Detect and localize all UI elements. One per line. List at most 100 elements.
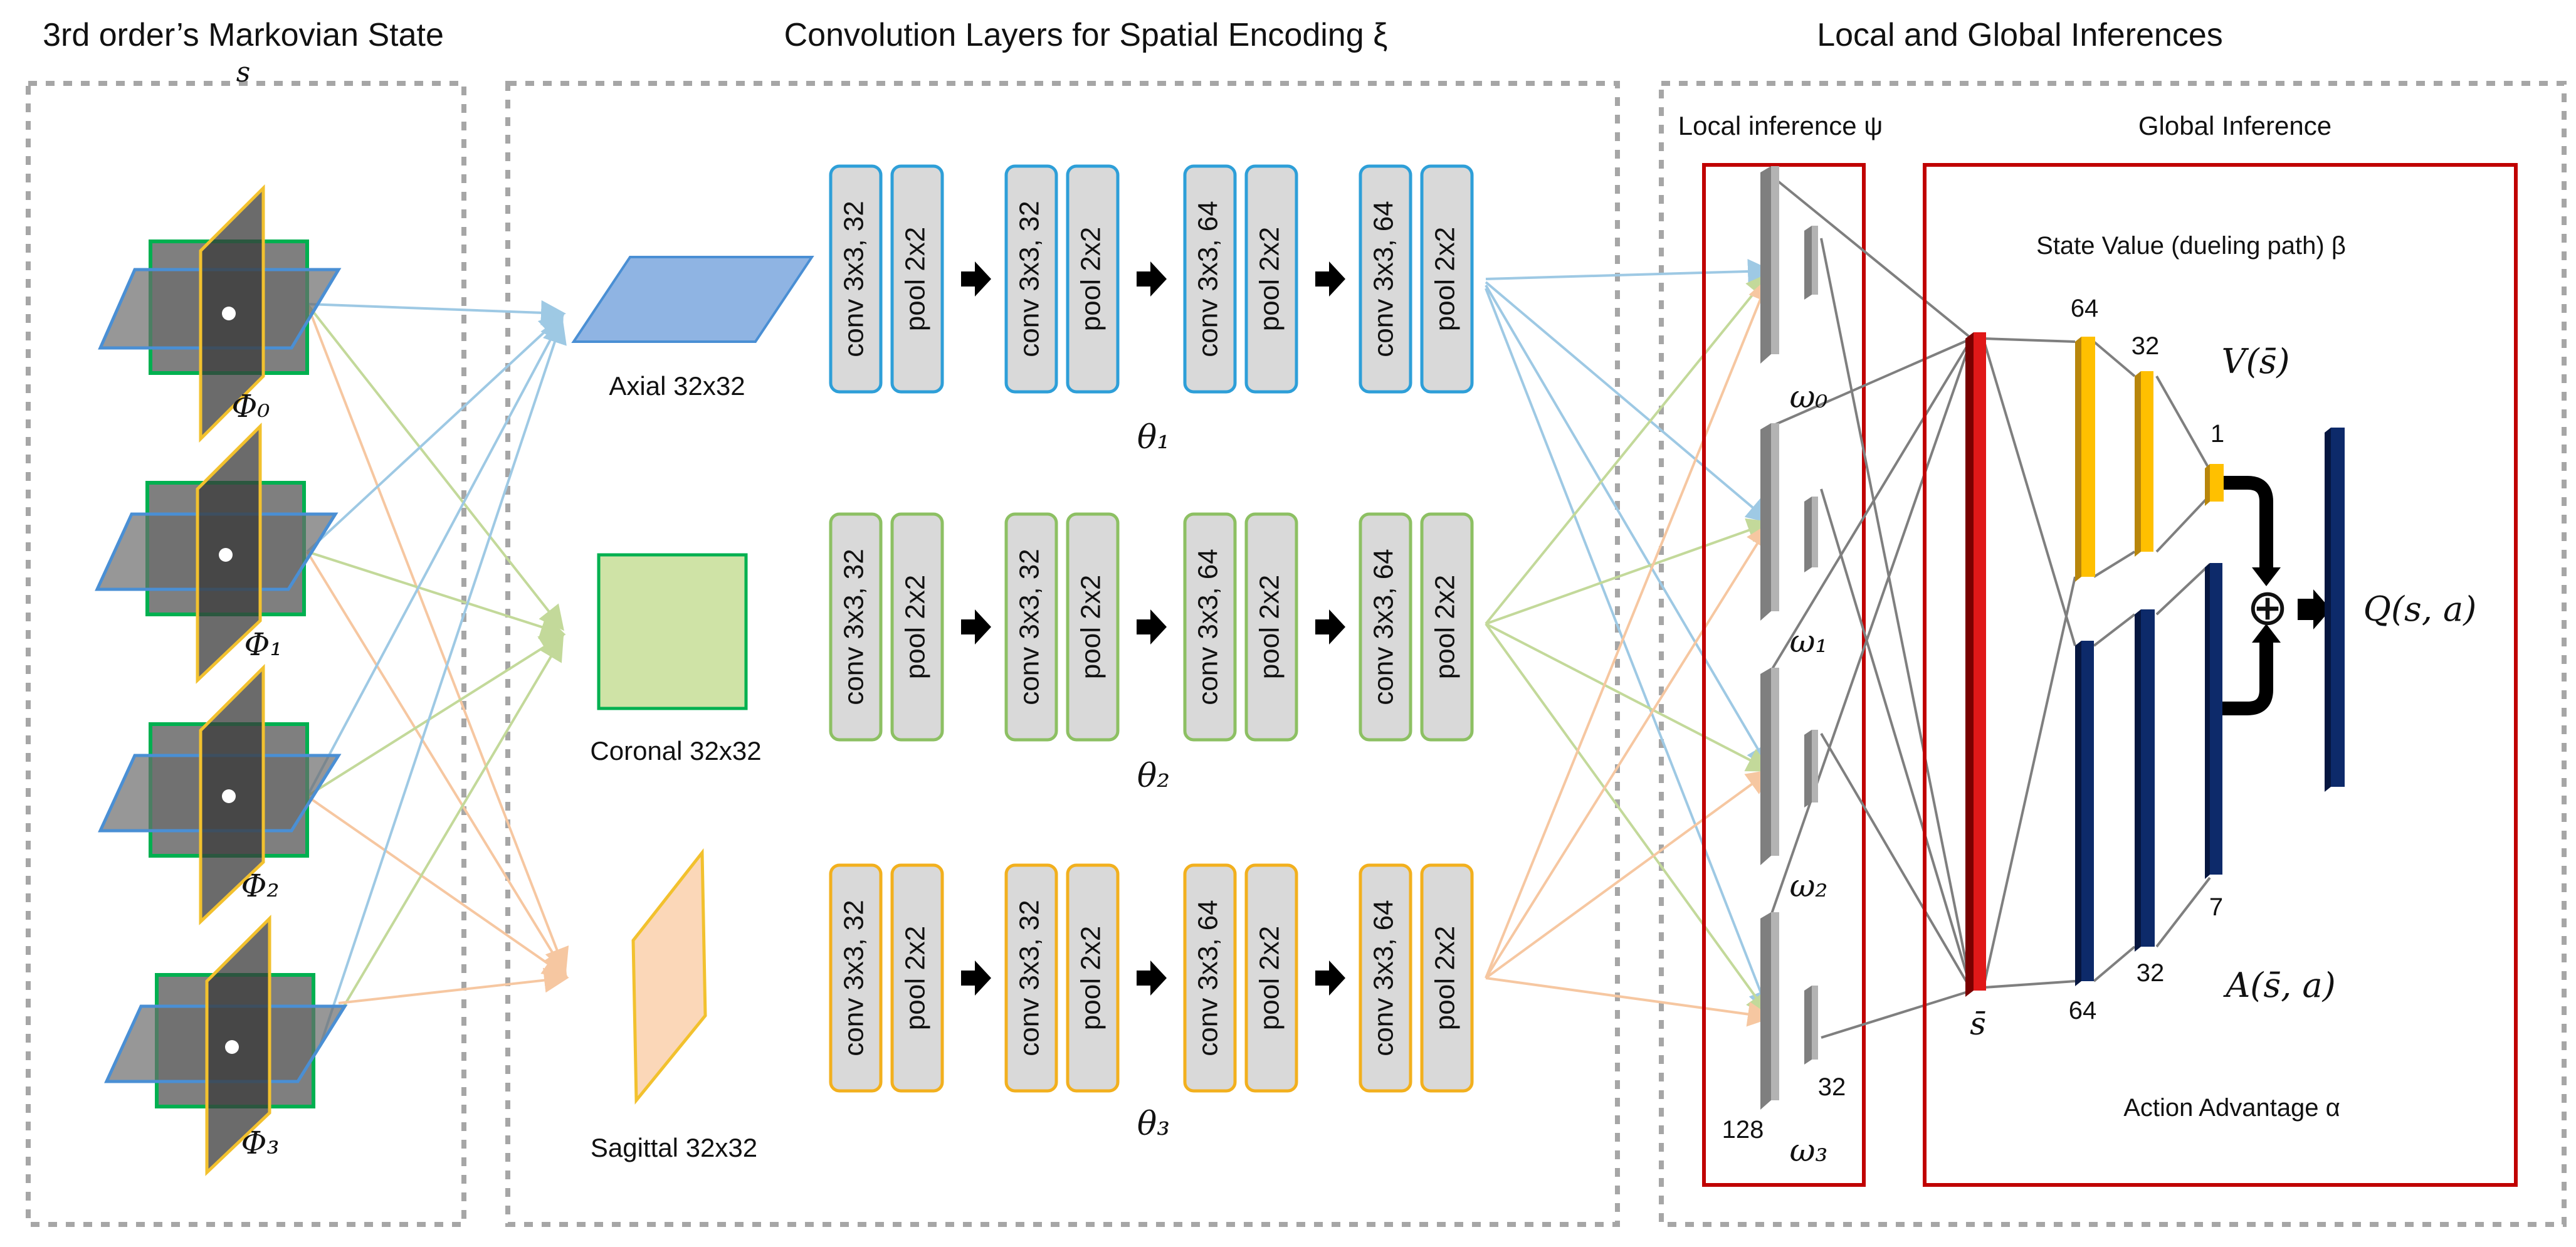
local-layer-2: ω₂ (1760, 668, 1827, 904)
pool-label-0-2: pool 2x2 (1254, 227, 1285, 331)
pool-label-1-0: pool 2x2 (900, 575, 931, 679)
state-value-title: State Value (dueling path) β (2036, 232, 2346, 260)
pool-label-2-3: pool 2x2 (1430, 926, 1461, 1030)
conv-section-title: Convolution Layers for Spatial Encoding … (784, 17, 1388, 53)
pool-label-0-3: pool 2x2 (1430, 227, 1461, 331)
local-size-big: 128 (1722, 1116, 1764, 1144)
value-stream: 64 32 1 V(s̄) (2071, 295, 2290, 582)
pool-block-0-0 (890, 164, 944, 394)
sbar-label: s̄ (1970, 1006, 1986, 1042)
theta-label-1: θ₂ (1137, 757, 1170, 795)
state-section-title: 3rd order’s Markovian State (43, 17, 444, 53)
pool-label-1-1: pool 2x2 (1076, 575, 1107, 679)
local-to-sbar-lines (1770, 174, 1973, 1039)
pool-block-1-1 (1066, 512, 1120, 742)
conv-block-0-1 (1004, 164, 1058, 394)
pool-block-0-1 (1066, 164, 1120, 394)
conv-label-1-1: conv 3x3, 32 (1014, 549, 1045, 705)
conv-flow-arrow-0-0 (961, 261, 991, 297)
combine-arrowhead-up (2252, 624, 2281, 643)
conv-block-1-0 (829, 512, 883, 742)
conv-block-0-2 (1183, 164, 1237, 394)
pool-label-2-2: pool 2x2 (1254, 926, 1285, 1030)
conv-block-0-0 (829, 164, 883, 394)
adv-size-0: 64 (2069, 997, 2097, 1024)
view-axial-label: Axial 32x32 (609, 371, 745, 401)
conv-label-2-1: conv 3x3, 32 (1014, 900, 1045, 1056)
conv-block-2-0 (829, 863, 883, 1093)
conv-row-1: conv 3x3, 32 pool 2x2 conv 3x3, 32 pool 2x2… (829, 512, 1474, 795)
theta-label-0: θ₁ (1137, 419, 1170, 456)
state-to-view-arrows (306, 300, 569, 1048)
combine-arrowhead-down (2252, 567, 2281, 586)
local-layer-3: ω₃ 128 32 (1722, 912, 1846, 1169)
pool-block-1-0 (890, 512, 944, 742)
state-plane-phi0: Φ₀ (98, 184, 342, 443)
value-size-2: 1 (2211, 420, 2224, 448)
pool-block-2-3 (1420, 863, 1474, 1093)
combine-arrows (2222, 476, 2273, 715)
state-plane-phi3: Φ₃ (104, 914, 348, 1176)
conv-flow-arrow-2-1 (1137, 960, 1167, 996)
pool-label-1-2: pool 2x2 (1254, 575, 1285, 679)
local-omega-1: ω₁ (1790, 623, 1828, 660)
conv-to-local-arrows (1485, 258, 1773, 1027)
pool-label-0-1: pool 2x2 (1076, 227, 1107, 331)
theta-label-2: θ₃ (1137, 1105, 1170, 1143)
view-axial: Axial 32x32 (571, 256, 814, 401)
pool-block-1-3 (1420, 512, 1474, 742)
conv-label-2-3: conv 3x3, 64 (1369, 900, 1399, 1056)
conv-block-2-2 (1183, 863, 1237, 1093)
adv-size-1: 32 (2137, 959, 2165, 987)
plus-to-q-arrow (2298, 589, 2331, 629)
conv-label-1-0: conv 3x3, 32 (839, 549, 870, 705)
plus-icon: ⊕ (2246, 579, 2288, 635)
local-inference-box (1702, 163, 1866, 1187)
conv-rows: conv 3x3, 32 pool 2x2 conv 3x3, 32 pool 2x2… (829, 164, 1474, 1143)
local-omega-2: ω₂ (1790, 868, 1828, 904)
state-plane-label-3: Φ₃ (241, 1125, 279, 1161)
pool-block-0-3 (1420, 164, 1474, 394)
conv-block-1-2 (1183, 512, 1237, 742)
value-size-1: 32 (2132, 332, 2160, 360)
conv-block-2-1 (1004, 863, 1058, 1093)
conv-flow-arrow-0-1 (1137, 261, 1167, 297)
local-layer-1: ω₁ (1760, 423, 1827, 660)
state-plane-label-0: Φ₀ (231, 388, 270, 424)
a-label: A(s̄, a) (2222, 966, 2335, 1005)
view-coronal: Coronal 32x32 (590, 553, 762, 766)
view-sagittal-label: Sagittal 32x32 (591, 1133, 757, 1162)
state-section-frame (26, 81, 466, 1227)
conv-flow-arrow-2-2 (1315, 960, 1345, 996)
pool-label-2-0: pool 2x2 (900, 926, 931, 1030)
pool-label-1-3: pool 2x2 (1430, 575, 1461, 679)
adv-size-2: 7 (2209, 893, 2223, 921)
conv-flow-arrow-1-2 (1315, 609, 1345, 645)
conv-block-1-1 (1004, 512, 1058, 742)
inference-section-title: Local and Global Inferences (1817, 17, 2223, 53)
conv-block-0-3 (1359, 164, 1412, 394)
conv-label-2-0: conv 3x3, 32 (839, 900, 870, 1056)
v-label: V(s̄) (2222, 342, 2290, 381)
global-inference-title: Global Inference (2138, 111, 2332, 140)
view-sagittal: Sagittal 32x32 (591, 848, 757, 1162)
conv-label-0-0: conv 3x3, 32 (839, 201, 870, 357)
conv-block-1-3 (1359, 512, 1412, 742)
sbar-to-streams-lines (1983, 337, 2211, 989)
pool-block-2-2 (1244, 863, 1298, 1093)
state-plane-label-1: Φ₁ (244, 626, 282, 663)
conv-flow-arrow-0-2 (1315, 261, 1345, 297)
pool-block-1-2 (1244, 512, 1298, 742)
pool-label-0-0: pool 2x2 (900, 227, 931, 331)
q-label: Q(s, a) (2363, 589, 2477, 629)
inference-section-frame (1659, 81, 2567, 1227)
view-coronal-label: Coronal 32x32 (590, 736, 761, 766)
state-plane-phi1: Φ₁ (95, 422, 339, 684)
conv-row-2: conv 3x3, 32 pool 2x2 conv 3x3, 32 pool 2x2… (829, 863, 1474, 1143)
local-layer-0: ω₀ (1760, 166, 1827, 415)
conv-flow-arrow-2-0 (961, 960, 991, 996)
state-symbol: s (236, 56, 251, 88)
sbar-layer: s̄ (1965, 332, 1986, 1042)
local-omega-0: ω₀ (1790, 379, 1828, 415)
